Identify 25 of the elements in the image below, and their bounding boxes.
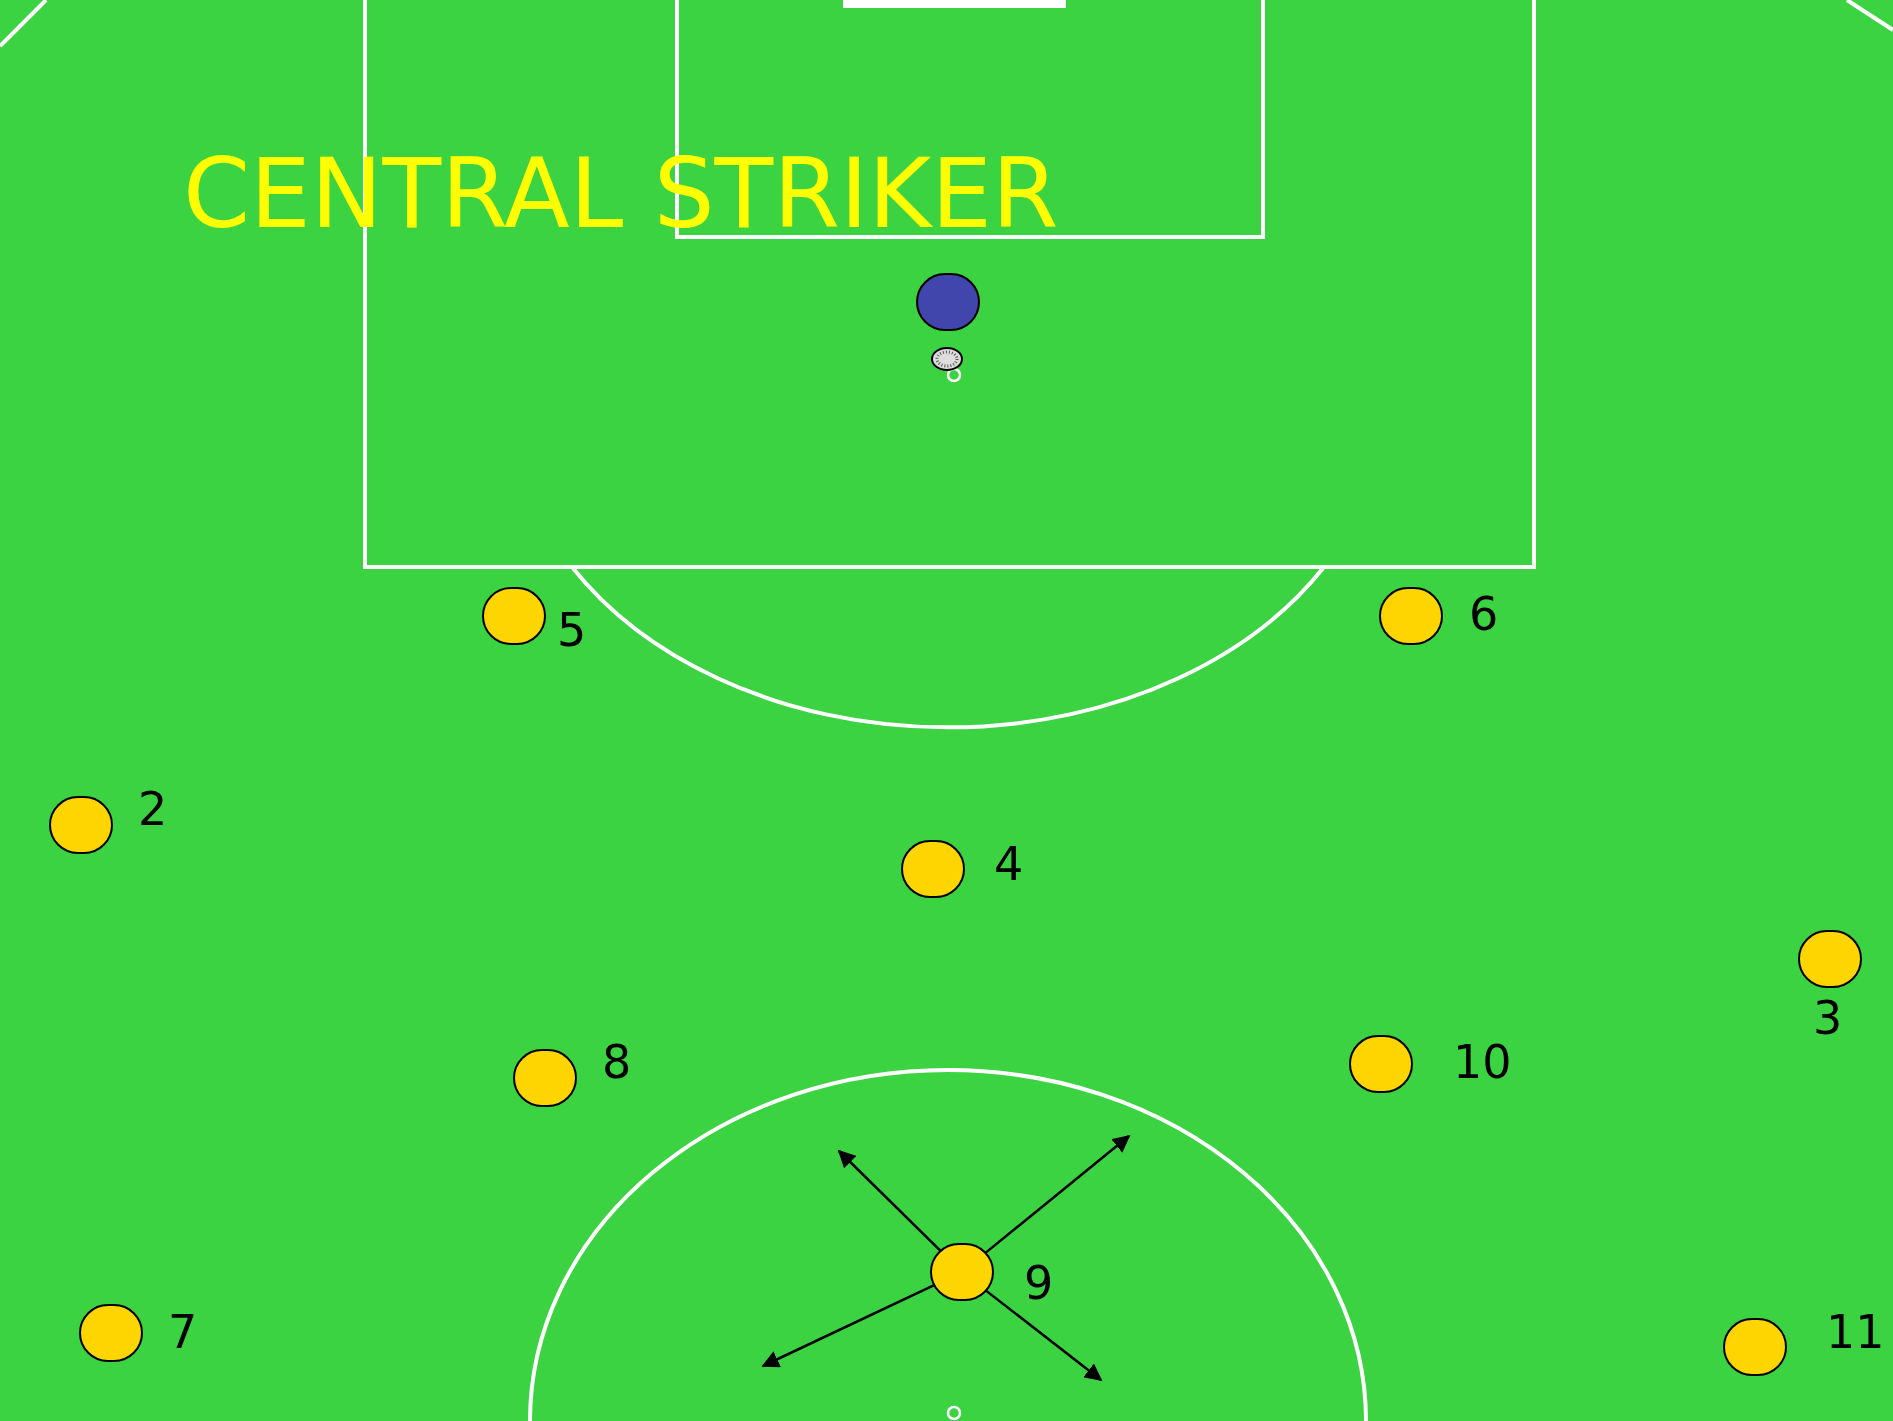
player-number: 5: [557, 607, 587, 653]
player-marker: [49, 796, 113, 854]
player-number: 8: [602, 1039, 632, 1085]
player-marker: [1379, 587, 1443, 645]
player-number: 11: [1826, 1309, 1885, 1355]
movement-arrow: [761, 1284, 935, 1368]
player-number: 9: [1024, 1260, 1054, 1306]
player-marker: [79, 1304, 143, 1362]
player-number: 3: [1813, 995, 1843, 1041]
movement-arrow: [985, 1289, 1103, 1382]
movement-arrow: [837, 1149, 942, 1252]
player-marker: [1723, 1318, 1787, 1376]
player-marker: [482, 587, 546, 645]
player-number: 10: [1453, 1039, 1512, 1085]
player-marker: [1798, 930, 1862, 988]
player-marker: [513, 1049, 577, 1107]
player-marker: [901, 840, 965, 898]
player-marker: [930, 1243, 994, 1301]
player-number: 6: [1469, 591, 1499, 637]
player-number: 4: [994, 841, 1024, 887]
movement-arrow: [985, 1134, 1131, 1254]
player-number: 2: [138, 786, 168, 832]
goalkeeper-marker: [916, 273, 980, 331]
player-number: 7: [168, 1309, 198, 1355]
player-marker: [1349, 1035, 1413, 1093]
